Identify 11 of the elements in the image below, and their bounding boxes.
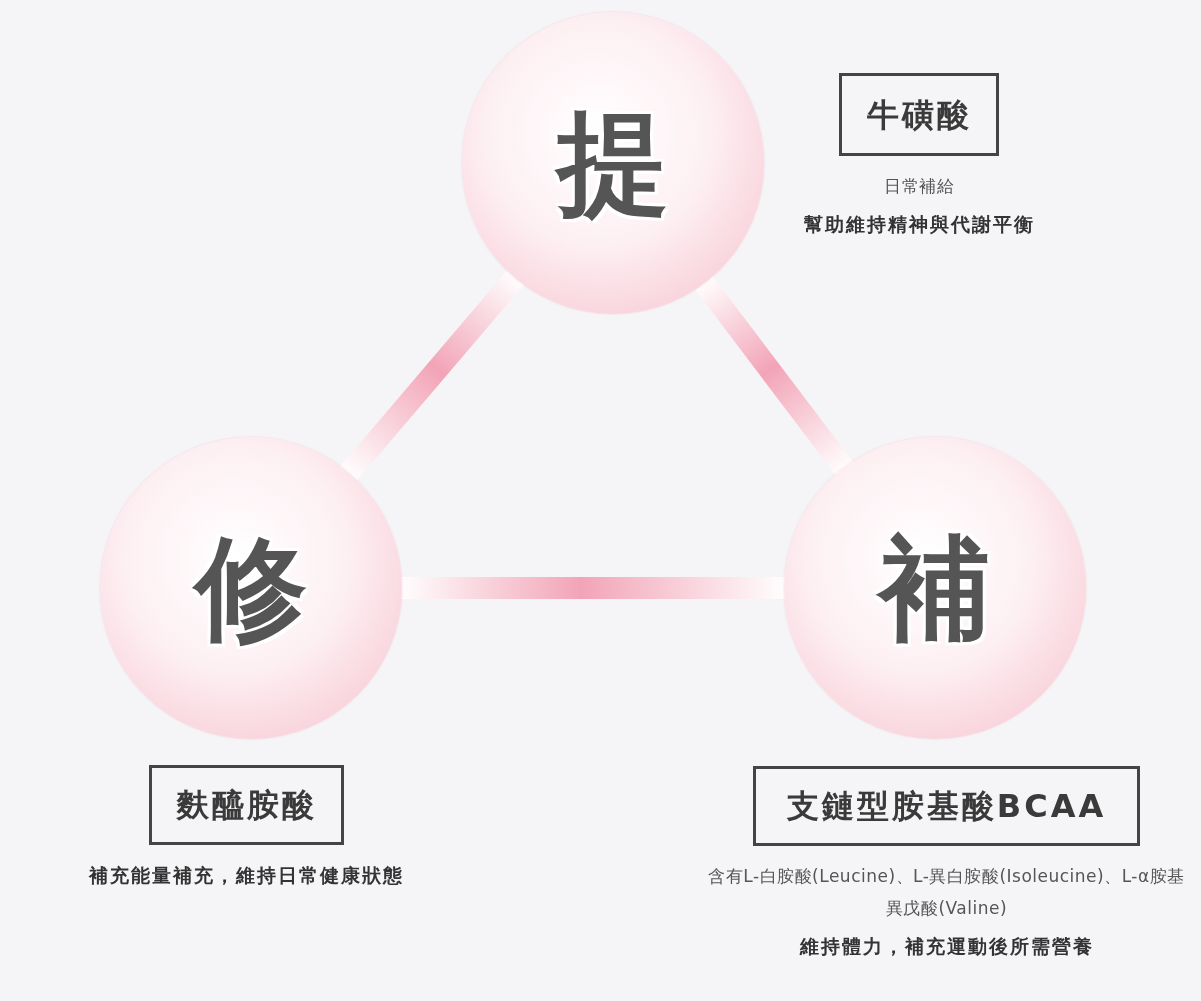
ingredient-box	[753, 766, 1140, 846]
ingredient-description: 含有L-白胺酸(Leucine)、L-異白胺酸(Isoleucine)、L-α胺基異戊酸(Valine)	[707, 865, 1186, 920]
ingredient-description: 維持體力，補充運動後所需營養	[799, 934, 1094, 959]
ingredient-name: 麩醯胺酸	[176, 785, 317, 826]
ingredient-description: 日常補給	[884, 175, 954, 198]
ingredient-box	[149, 765, 344, 845]
ingredient-name: 支鏈型胺基酸BCAA	[786, 786, 1107, 827]
ingredient-name: 牛磺酸	[866, 94, 972, 136]
ingredient-description: 幫助維持精神與代謝平衡	[803, 212, 1035, 237]
ingredient-description: 補充能量補充，維持日常健康狀態	[89, 863, 404, 888]
ingredient-box	[839, 73, 999, 156]
